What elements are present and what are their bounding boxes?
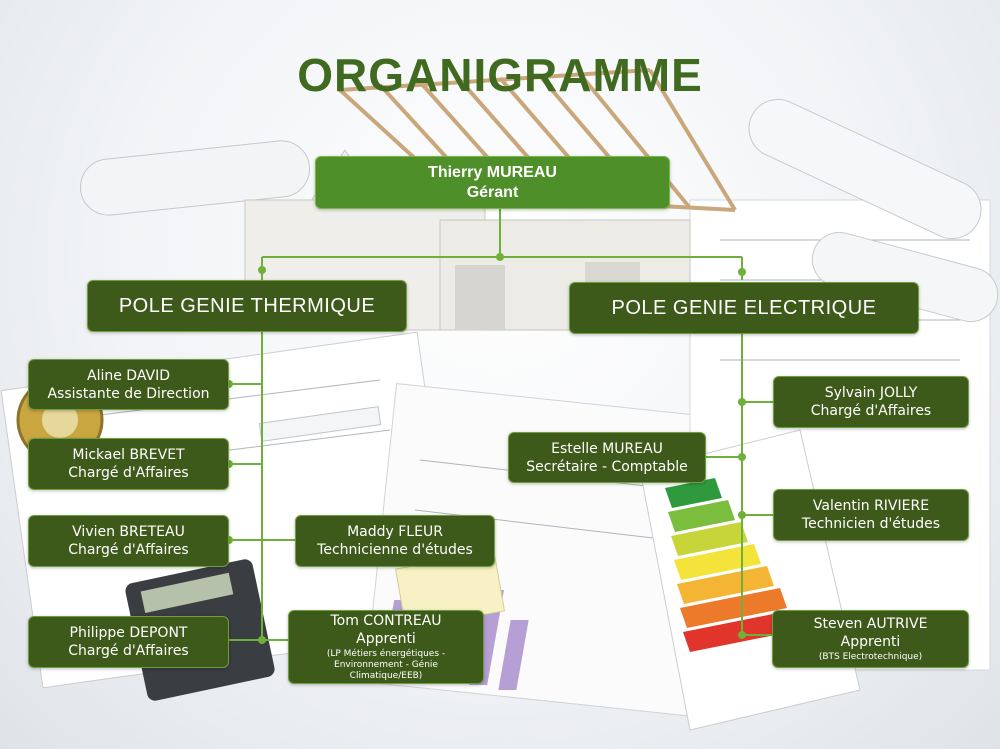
staff-box-philippe-depont: Philippe DEPONT Chargé d'Affaires <box>28 616 229 668</box>
staff-name: Estelle MUREAU <box>551 440 663 457</box>
staff-box-steven-autrive: Steven AUTRIVE Apprenti (BTS Electrotech… <box>772 610 969 668</box>
staff-role: Chargé d'Affaires <box>810 403 932 419</box>
staff-box-tom-contreau: Tom CONTREAU Apprenti (LP Métiers énergé… <box>288 610 484 684</box>
pole-electrique-label: POLE GENIE ELECTRIQUE <box>611 297 877 319</box>
staff-role: Apprenti <box>840 634 901 650</box>
pole-electrique-box: POLE GENIE ELECTRIQUE <box>569 282 919 334</box>
manager-box: Thierry MUREAU Gérant <box>315 156 670 209</box>
staff-role: Chargé d'Affaires <box>68 643 189 659</box>
pole-thermique-box: POLE GENIE THERMIQUE <box>87 280 407 332</box>
staff-name: Valentin RIVIERE <box>812 498 930 514</box>
staff-role: Secrétaire - Comptable <box>526 458 688 475</box>
staff-box-estelle-mureau: Estelle MUREAU Secrétaire - Comptable <box>508 432 706 483</box>
staff-name: Steven AUTRIVE <box>813 616 928 632</box>
manager-role: Gérant <box>466 183 519 201</box>
staff-box-vivien-breteau: Vivien BRETEAU Chargé d'Affaires <box>28 515 229 567</box>
page-title: ORGANIGRAMME <box>297 49 703 101</box>
staff-box-maddy-fleur: Maddy FLEUR Technicienne d'études <box>295 515 495 567</box>
staff-name: Philippe DEPONT <box>69 625 188 641</box>
staff-name: Aline DAVID <box>87 367 170 384</box>
staff-note: (LP Métiers énergétiques - Environnement… <box>326 649 446 681</box>
pole-thermique-label: POLE GENIE THERMIQUE <box>118 295 376 317</box>
staff-role: Apprenti <box>356 631 416 647</box>
staff-name: Maddy FLEUR <box>347 524 443 540</box>
staff-box-valentin-riviere: Valentin RIVIERE Technicien d'études <box>773 489 969 541</box>
staff-role: Technicien d'études <box>801 516 941 532</box>
manager-name: Thierry MUREAU <box>428 163 557 181</box>
staff-note: (BTS Electrotechnique) <box>818 652 923 662</box>
staff-box-aline-david: Aline DAVID Assistante de Direction <box>28 359 229 410</box>
staff-role: Technicienne d'études <box>317 542 473 558</box>
staff-box-mickael-brevet: Mickael BREVET Chargé d'Affaires <box>28 438 229 490</box>
staff-name: Vivien BRETEAU <box>72 524 185 540</box>
staff-name: Sylvain JOLLY <box>824 385 918 401</box>
staff-role: Chargé d'Affaires <box>68 542 189 558</box>
staff-box-sylvain-jolly: Sylvain JOLLY Chargé d'Affaires <box>773 376 969 428</box>
staff-name: Mickael BREVET <box>72 447 185 463</box>
staff-role: Chargé d'Affaires <box>68 465 189 481</box>
staff-name: Tom CONTREAU <box>330 613 442 629</box>
staff-role: Assistante de Direction <box>47 385 210 402</box>
